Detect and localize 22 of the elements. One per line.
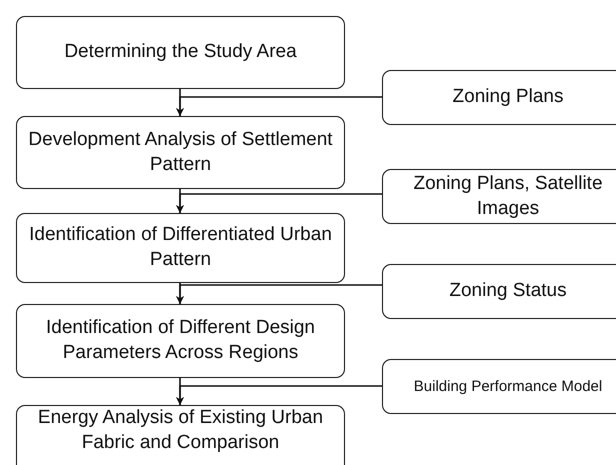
arrow <box>176 385 382 405</box>
box-label: Building Performance Model <box>414 376 602 396</box>
box-label: Energy Analysis of Existing Urban Fabric and Comparison <box>36 406 324 455</box>
box-label: Identification of Different Design Parameters Across Regions <box>45 316 316 365</box>
arrow <box>176 284 382 304</box>
box-label: Zoning Status <box>449 279 567 304</box>
arrow <box>176 96 382 116</box>
box-label: Determining the Study Area <box>64 40 297 64</box>
process-box <box>382 169 616 224</box>
box-label: Zoning Plans <box>452 85 564 110</box>
box-label: Identification of Differentiated Urban Pattern <box>28 223 333 272</box>
box-label: Zoning Plans, Satellite Images <box>412 172 604 220</box>
arrow <box>176 193 382 213</box>
process-box <box>382 70 616 125</box>
process-box <box>382 359 616 414</box>
process-box <box>382 264 616 319</box>
process-box <box>16 116 345 189</box>
box-label: Development Analysis of Settlement Pattern <box>27 128 334 176</box>
process-box <box>16 405 345 465</box>
process-box <box>16 213 345 283</box>
process-box <box>16 16 345 89</box>
process-box <box>16 304 345 378</box>
